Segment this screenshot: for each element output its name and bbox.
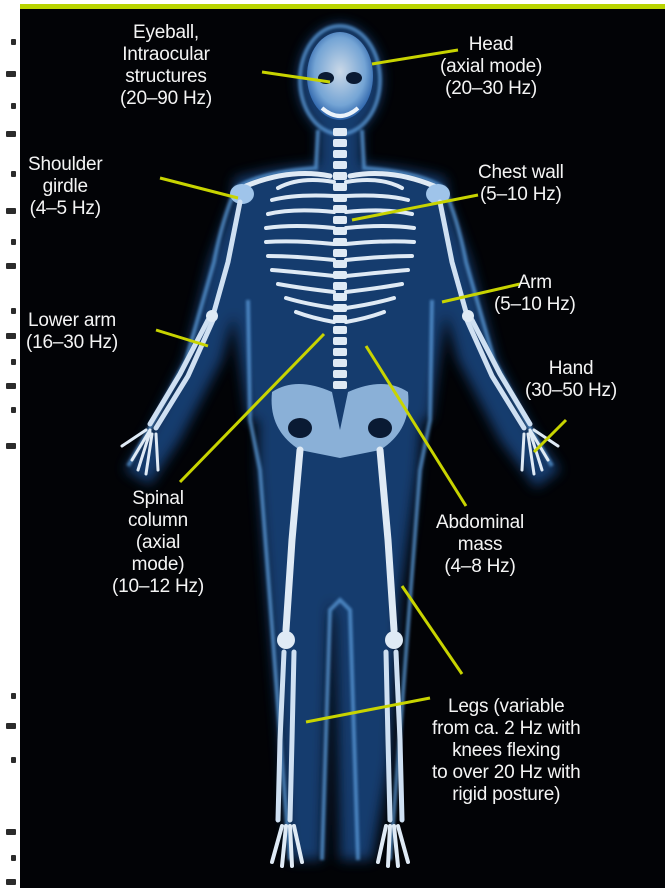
label-legs: Legs (variable from ca. 2 Hz with knees … <box>432 696 580 806</box>
label-spinal-column: Spinal column (axial mode) (10–12 Hz) <box>112 488 204 598</box>
label-chest-wall: Chest wall (5–10 Hz) <box>478 162 564 206</box>
label-head: Head (axial mode) (20–30 Hz) <box>440 34 542 100</box>
label-lower-arm: Lower arm (16–30 Hz) <box>26 310 118 354</box>
label-shoulder: Shoulder girdle (4–5 Hz) <box>28 154 102 220</box>
label-hand: Hand (30–50 Hz) <box>525 358 617 402</box>
skull <box>307 32 373 120</box>
label-abdominal-mass: Abdominal mass (4–8 Hz) <box>436 512 524 578</box>
label-eyeball: Eyeball, Intraocular structures (20–90 H… <box>120 22 212 110</box>
label-arm: Arm (5–10 Hz) <box>494 272 576 316</box>
